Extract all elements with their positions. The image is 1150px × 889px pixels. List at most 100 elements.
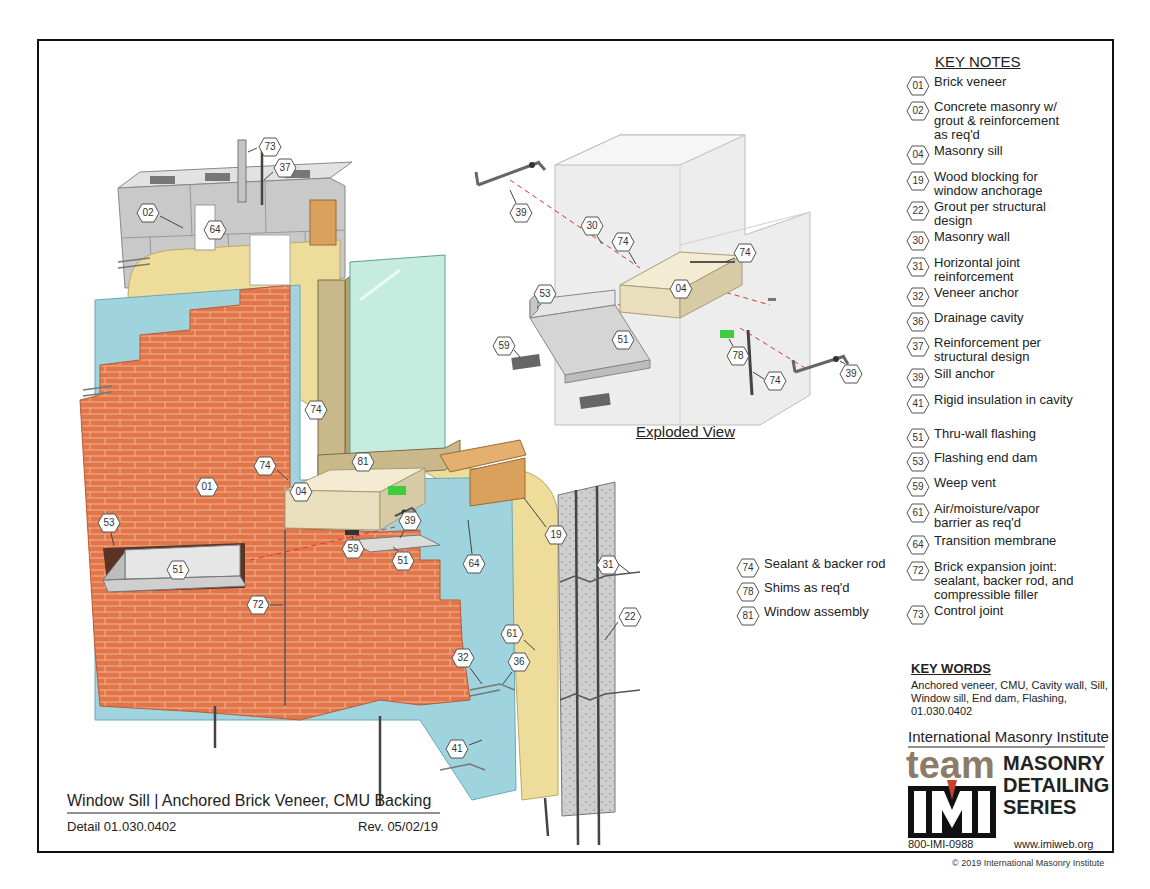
key-note-text: Air/moisture/vapor barrier as req'd [934,502,1074,530]
hexagon-path [727,347,749,365]
hexagon-path [254,457,276,475]
key-note: 64Transition membrane [906,535,1076,555]
hexagon-outline: 73 [258,137,282,157]
key-note: 19Wood blocking for window anchorage [906,171,1076,191]
hexagon-path [907,606,929,624]
hexagon-outline: 39 [398,511,422,531]
hexagon-path [352,453,374,471]
hexagon-number: 37 [273,158,297,178]
key-note-text: Control joint [934,604,1074,618]
hexagon-number: 36 [507,652,531,672]
hexagon-number: 72 [906,561,930,581]
callout-number: 39 [398,511,422,531]
callout-number: 01 [195,477,219,497]
hexagon-outline: 51 [391,551,415,571]
hexagon-outline: 74 [253,456,277,476]
hexagon-number: 31 [906,257,930,277]
hexagon-outline: 31 [596,555,620,575]
hexagon-number: 78 [736,582,760,602]
callout-number: 64 [203,220,227,240]
hexagon-number: 30 [906,231,930,251]
hexagon-path [581,217,603,235]
view-title: Exploded View [636,423,735,440]
hexagon-number: 74 [253,456,277,476]
hexagon-outline: 41 [906,394,930,414]
hexagon-outline: 39 [509,203,533,223]
key-note: 59 Weep vent [906,477,1076,497]
hexagon-path [907,232,929,250]
hexagon-number: 22 [618,607,642,627]
key-note: 51Thru-wall flashing [906,428,1076,448]
callout-number: 81 [351,452,375,472]
key-note-text: Shims as req'd [764,581,904,595]
hexagon-number: 59 [492,336,516,356]
callout-number: 74 [304,400,328,420]
hexagon-number: 39 [839,364,863,384]
hexagon-path [247,596,269,614]
hexagon-outline: 01 [195,477,219,497]
key-note-text: Sill anchor [934,367,1074,381]
key-note: 72Brick expansion joint: sealant, backer… [906,561,1076,581]
key-note: 32Veneer anchor [906,287,1076,307]
key-note: 02Concrete masonry w/ grout & reinforcem… [906,101,1076,121]
key-note-text: Weep vent [934,476,1074,490]
key-note-text: Rigid insulation in cavity [934,393,1074,407]
hexagon-outline: 64 [462,554,486,574]
key-note: 61Air/moisture/vapor barrier as req'd [906,503,1076,523]
hexagon-outline: 36 [906,312,930,332]
hexagon-number: 61 [500,624,524,644]
hexagon-outline: 32 [451,648,475,668]
hexagon-number: 02 [136,203,160,223]
key-note-text: Veneer anchor [934,286,1074,300]
callout-number: 22 [618,607,642,627]
key-note-text: Reinforcement per structural design [934,336,1074,364]
callout-number: 51 [166,560,190,580]
series-title: MASONRY DETAILING SERIES [1003,752,1111,818]
hexagon-outline: 78 [726,346,750,366]
hexagon-outline: 72 [906,561,930,581]
hexagon-path [501,625,523,643]
key-note-text: Thru-wall flashing [934,427,1074,441]
hexagon-number: 64 [203,220,227,240]
hexagon-number: 53 [533,284,557,304]
callout-number: 61 [500,624,524,644]
hexagon-number: 02 [906,101,930,121]
hexagon-path [907,369,929,387]
hexagon-path [737,559,759,577]
key-note-text: Grout per structural design [934,200,1074,228]
hexagon-path [290,483,312,501]
key-note: 81 Window assembly [736,606,906,626]
callout-number: 30 [580,216,604,236]
hexagon-outline: 02 [906,101,930,121]
hexagon-outline: 04 [669,279,693,299]
hexagon-outline: 74 [763,371,787,391]
hexagon-number: 32 [451,648,475,668]
key-note-text: Horizontal joint reinforcement [934,256,1074,284]
hexagon-outline: 02 [136,203,160,223]
hexagon-path [907,202,929,220]
hexagon-outline: 04 [906,145,930,165]
hexagon-outline: 59 [906,477,930,497]
website: www.imiweb.org [1014,838,1093,851]
hexagon-path [534,285,556,303]
callout-number: 73 [258,137,282,157]
hexagon-outline: 81 [736,606,760,626]
key-note-text: Window assembly [764,605,904,619]
hexagon-number: 31 [596,555,620,575]
hexagon-path [737,583,759,601]
hexagon-path [204,221,226,239]
key-note-text: Brick expansion joint: sealant, backer r… [934,560,1074,602]
callout-number: 19 [544,525,568,545]
hexagon-number: 74 [733,243,757,263]
callout-number: 41 [445,739,469,759]
hexagon-path [907,102,929,120]
hexagon-number: 53 [906,452,930,472]
hexagon-number: 39 [398,511,422,531]
hexagon-outline: 39 [839,364,863,384]
callout-number: 59 [492,336,516,356]
hexagon-path [907,429,929,447]
hexagon-outline: 78 [736,582,760,602]
callout-number: 74 [611,232,635,252]
hexagon-outline: 53 [906,452,930,472]
